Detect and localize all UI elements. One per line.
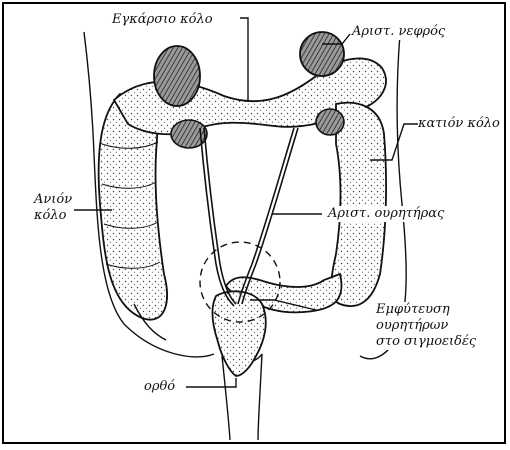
left-kidney [300,32,344,76]
anatomy-illustration [4,4,504,442]
leader-rectum [186,378,236,387]
left-ureter-label: Αριστ. ουρητήρας [328,206,444,222]
rectum-organ [212,291,265,376]
implantation-label-line2: ουρητήρων [376,318,476,334]
descending-colon-label: κατιόν κόλο [418,116,500,132]
right-kidney [154,46,200,106]
ascending-colon-label-line1: Ανιόν [34,192,72,208]
right-ureter [200,128,234,306]
ascending-colon-label: Ανιόν κόλο [34,192,72,224]
implantation-label-line3: στο σιγμοειδές [376,334,476,350]
implantation-label: Εμφύτευση ουρητήρων στο σιγμοειδές [376,302,476,350]
ascending-colon-label-line2: κόλο [34,208,72,224]
transverse-colon-label: Εγκάρσιο κόλο [112,12,213,28]
left-ureter-path [238,128,294,304]
anatomy-figure: Εγκάρσιο κόλο Αριστ. νεφρός κατιόν κόλο … [2,2,506,444]
leader-transverse [240,18,248,102]
right-leg-line [258,354,262,440]
rectum-label: ορθό [144,379,175,395]
left-kidney-label: Αριστ. νεφρός [352,24,445,40]
implantation-label-line1: Εμφύτευση [376,302,476,318]
left-kidney-lower [316,109,344,135]
